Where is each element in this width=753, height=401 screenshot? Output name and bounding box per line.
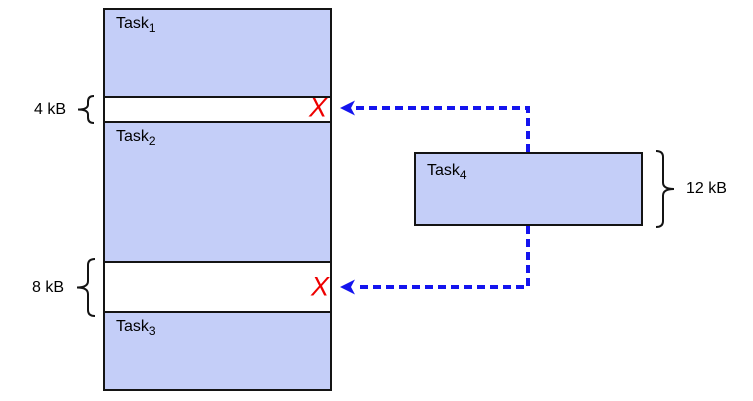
gap1-size-label: 4 kB [33,101,66,118]
task1-block [103,8,332,98]
task2-label-text: Task [116,128,149,145]
task4-size-label: 12 kB [686,180,727,197]
task3-label: Task3 [116,317,156,337]
task4-label-text: Task [427,162,460,179]
free-gap-4kb [103,96,332,123]
arrow-line-to-8kb-gap [356,226,530,289]
reject-x-8kb: X [310,271,330,302]
brace-8kb [76,258,96,317]
brace-12kb [655,150,675,228]
arrowhead-to-4kb-gap [340,100,355,116]
task1-label: Task1 [116,14,156,34]
task4-label-sub: 4 [459,168,467,182]
arrow-line-to-4kb-gap [356,106,530,152]
reject-x-4kb: X [308,92,328,123]
free-gap-8kb [103,261,332,313]
task1-label-sub: 1 [148,21,156,35]
task2-label-sub: 2 [148,134,156,148]
task3-label-text: Task [116,318,149,335]
task1-label-text: Task [116,15,149,32]
task3-label-sub: 3 [148,324,156,338]
brace-4kb [77,95,95,124]
task4-label: Task4 [427,161,467,181]
arrowhead-to-8kb-gap [340,279,355,295]
task2-block [103,121,332,263]
gap2-size-label: 8 kB [31,279,64,296]
task2-label: Task2 [116,127,156,147]
task4-block [414,152,643,226]
task3-block [103,311,332,391]
